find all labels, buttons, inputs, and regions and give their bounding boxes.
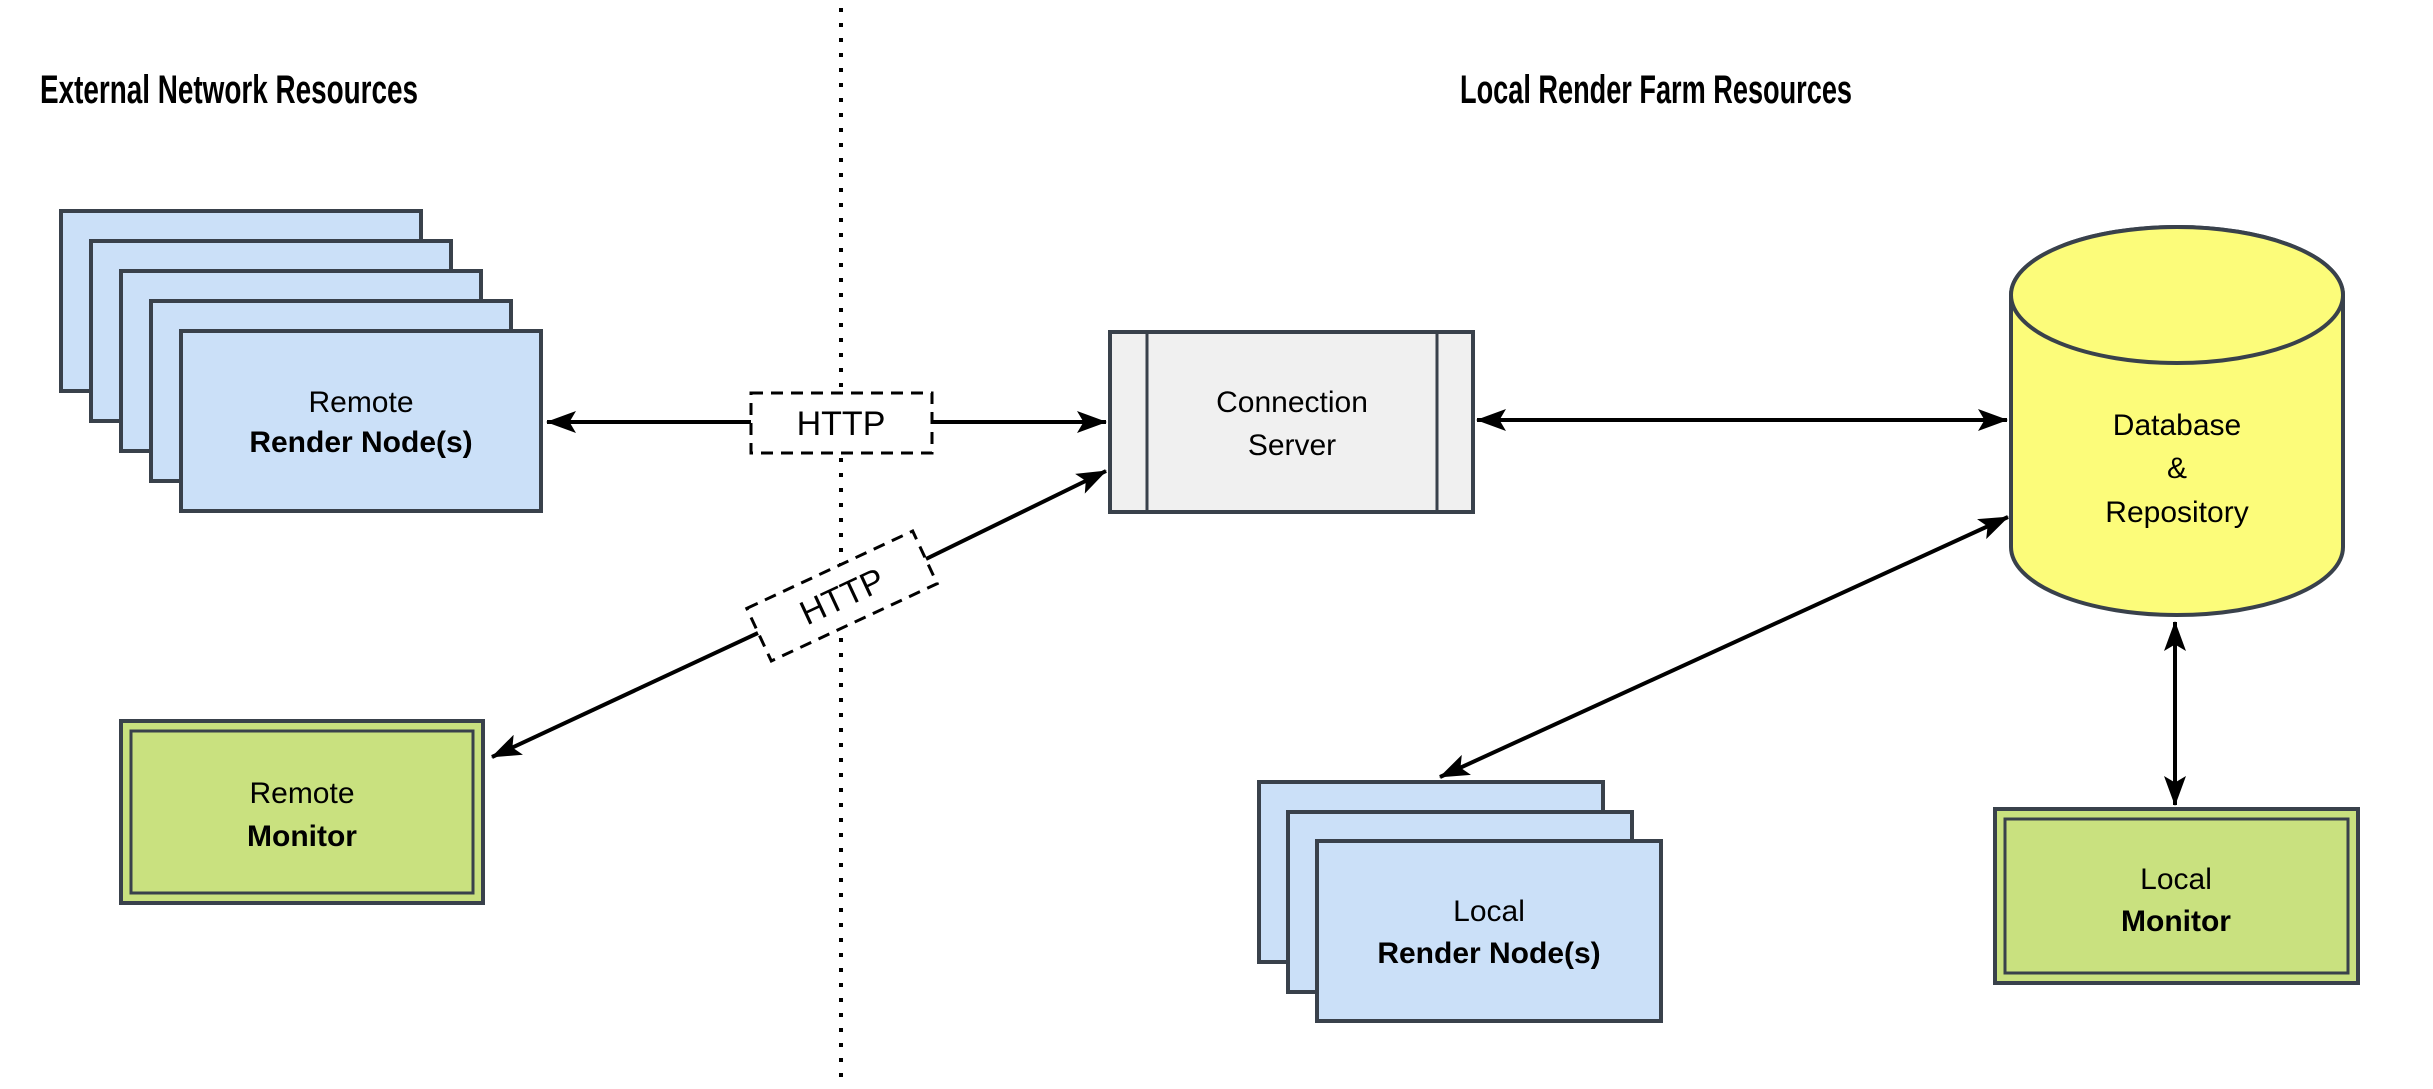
local-render-nodes-label-line1: Local — [1453, 895, 1525, 928]
database-label-line3: Repository — [2105, 496, 2248, 529]
database-repository-node: Database & Repository — [2009, 225, 2345, 617]
connection-server-label-line1: Connection — [1216, 386, 1368, 419]
section-title-local: Local Render Farm Resources — [1460, 68, 1852, 112]
http-label-box-remote-nodes: HTTP — [749, 391, 934, 455]
remote-monitor-outer-box — [119, 719, 485, 905]
database-cylinder-top — [2009, 225, 2345, 365]
local-render-nodes-label-line2: Render Node(s) — [1377, 937, 1600, 970]
connection-server-box — [1108, 330, 1475, 514]
diagram-edges — [491, 409, 2186, 806]
local-monitor-label-line1: Local — [2140, 863, 2212, 896]
database-label-line1: Database — [2113, 409, 2241, 442]
http-dashed-box — [749, 391, 934, 455]
remote-render-node-card-front — [179, 329, 543, 513]
remote-render-nodes-label-line1: Remote — [308, 386, 413, 419]
remote-monitor-inner-border — [129, 729, 475, 895]
http-label-remote-nodes: HTTP — [797, 405, 886, 443]
remote-render-nodes-label-line2: Render Node(s) — [249, 426, 472, 459]
remote-monitor-label-line2: Monitor — [247, 820, 357, 853]
edge-http-diag-to-remote-monitor — [491, 631, 759, 759]
edge-database-local-render-nodes — [1439, 515, 2009, 779]
remote-monitor-node: Remote Monitor — [119, 719, 485, 905]
local-monitor-label-line2: Monitor — [2121, 905, 2231, 938]
local-monitor-node: Local Monitor — [1993, 807, 2360, 985]
remote-render-nodes-stack: Remote Render Node(s) — [59, 209, 543, 513]
database-label-line2: & — [2167, 452, 2187, 485]
http-dashed-box-rotated — [744, 529, 940, 663]
connection-server-label-line2: Server — [1248, 429, 1336, 462]
local-monitor-inner-border — [2003, 817, 2350, 975]
local-render-nodes-stack: Local Render Node(s) — [1257, 780, 1663, 1023]
remote-monitor-label-line1: Remote — [249, 777, 354, 810]
edge-http-diag-to-connection-server — [925, 469, 1107, 561]
connection-server-node: Connection Server — [1108, 330, 1475, 514]
section-title-external: External Network Resources — [40, 68, 418, 112]
local-render-node-card-front — [1315, 839, 1663, 1023]
local-monitor-outer-box — [1993, 807, 2360, 985]
